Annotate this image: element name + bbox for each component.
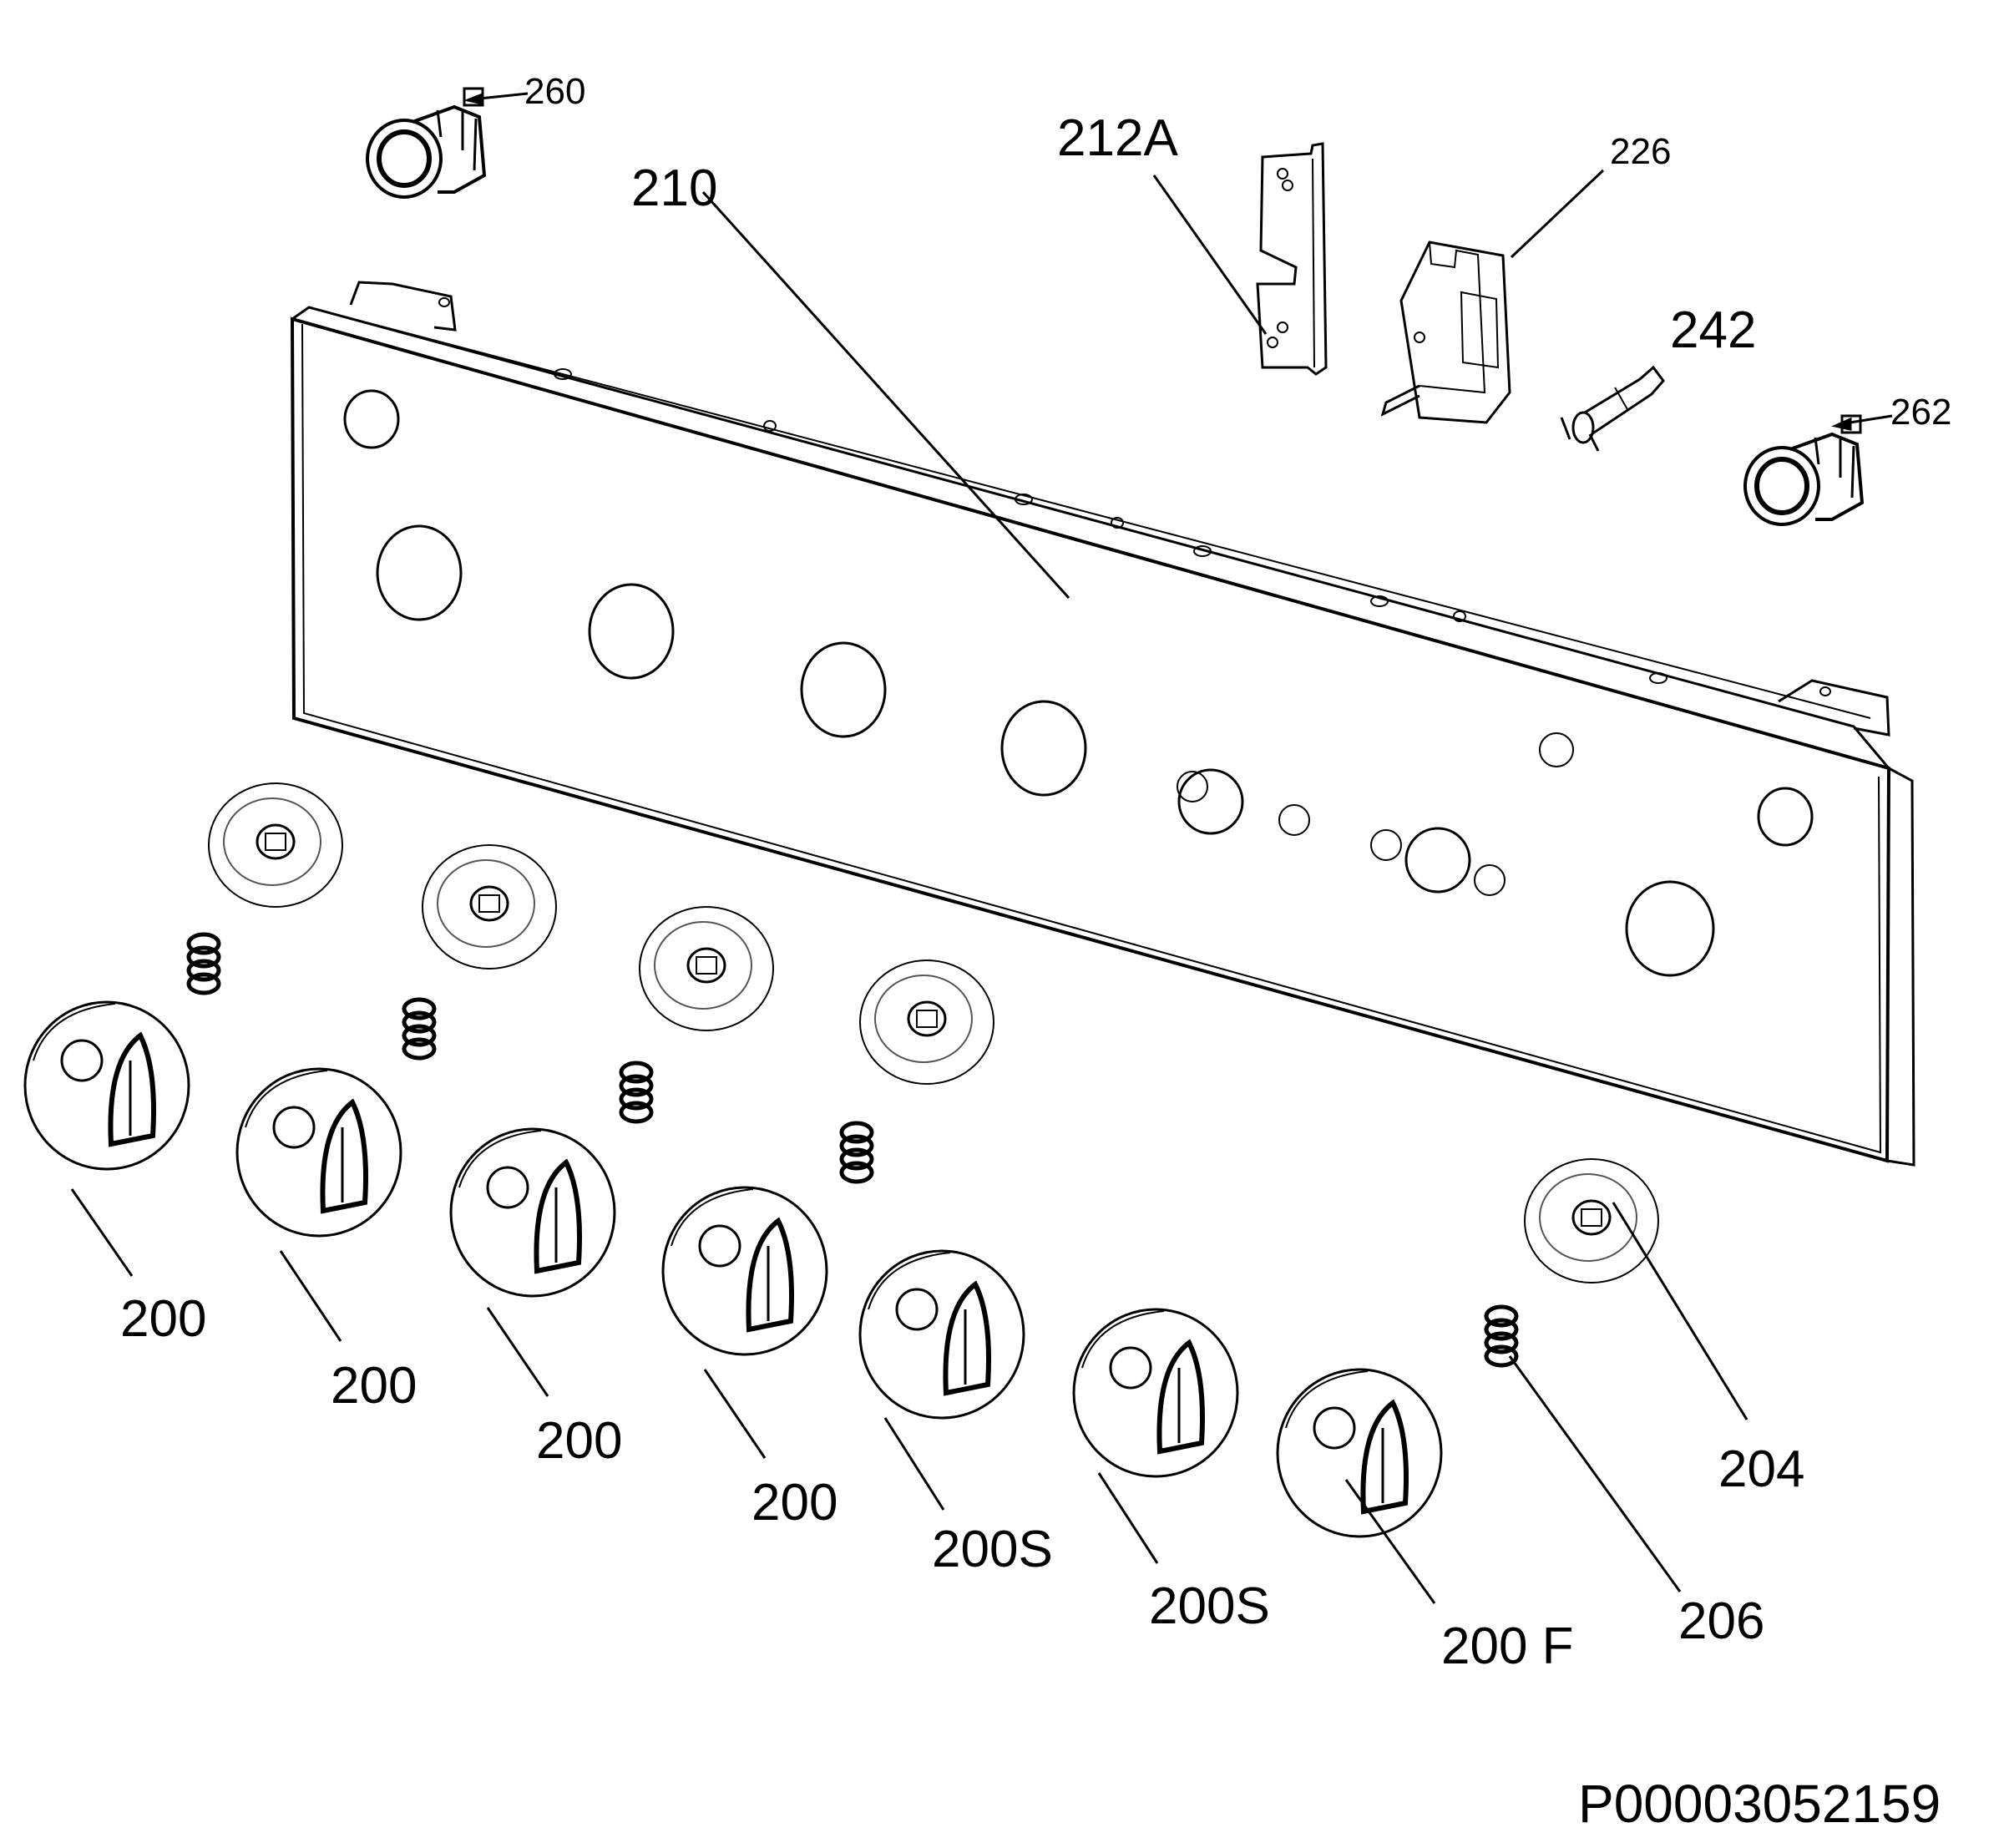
label-226: 226	[1610, 131, 1671, 172]
switch-block-226	[1380, 240, 1511, 424]
label-262: 262	[1890, 392, 1951, 433]
knob	[663, 1187, 827, 1354]
knob	[860, 1251, 1024, 1418]
label-200-c: 200	[536, 1412, 622, 1470]
label-242: 242	[1670, 301, 1756, 359]
spring	[1486, 1307, 1516, 1365]
label-200s-2: 200S	[1149, 1577, 1270, 1635]
spring	[404, 1000, 434, 1058]
label-200-a: 200	[120, 1290, 206, 1348]
leader-200-d	[703, 1369, 767, 1459]
leader-200-c	[486, 1307, 549, 1397]
knob	[1278, 1370, 1441, 1537]
bezel	[421, 843, 558, 970]
leader-210	[701, 190, 1070, 600]
label-200-b: 200	[331, 1357, 417, 1415]
spring	[842, 1123, 872, 1182]
label-210: 210	[631, 159, 717, 217]
bezel	[638, 905, 775, 1032]
leader-200-a	[70, 1188, 134, 1277]
leader-204	[1612, 1202, 1748, 1420]
leader-200s-1	[883, 1417, 945, 1511]
bezel	[1523, 1157, 1660, 1284]
leader-200-b	[279, 1250, 342, 1342]
knob	[451, 1129, 615, 1296]
leader-lines	[70, 92, 1893, 1604]
light-switch-262	[1745, 416, 1862, 524]
label-200-d: 200	[752, 1474, 838, 1532]
knob-row	[25, 1002, 1441, 1537]
spring	[189, 934, 219, 993]
leader-262-arrow	[1831, 417, 1852, 431]
leader-206	[1508, 1355, 1682, 1592]
leader-212a	[1152, 175, 1268, 335]
knob	[1074, 1309, 1237, 1476]
control-panel	[290, 281, 1915, 1167]
leader-260-arrow	[463, 92, 484, 105]
knob	[237, 1069, 401, 1236]
label-206: 206	[1678, 1592, 1764, 1650]
igniter-242	[1560, 365, 1665, 452]
label-200s-1: 200S	[932, 1521, 1053, 1578]
bracket-212a	[1256, 142, 1328, 376]
light-switch-260	[367, 89, 484, 197]
leader-200s-2	[1097, 1472, 1159, 1564]
bezel	[858, 959, 995, 1086]
knob	[25, 1002, 189, 1169]
label-200f: 200 F	[1441, 1618, 1574, 1675]
leader-226	[1510, 169, 1605, 259]
bezel	[207, 782, 344, 909]
label-260: 260	[524, 71, 585, 112]
spring	[621, 1063, 651, 1121]
label-212a: 212A	[1057, 109, 1178, 167]
leader-200f	[1344, 1479, 1436, 1604]
label-204: 204	[1718, 1440, 1804, 1498]
drawing-code: P00003052159	[1578, 1774, 1941, 1834]
